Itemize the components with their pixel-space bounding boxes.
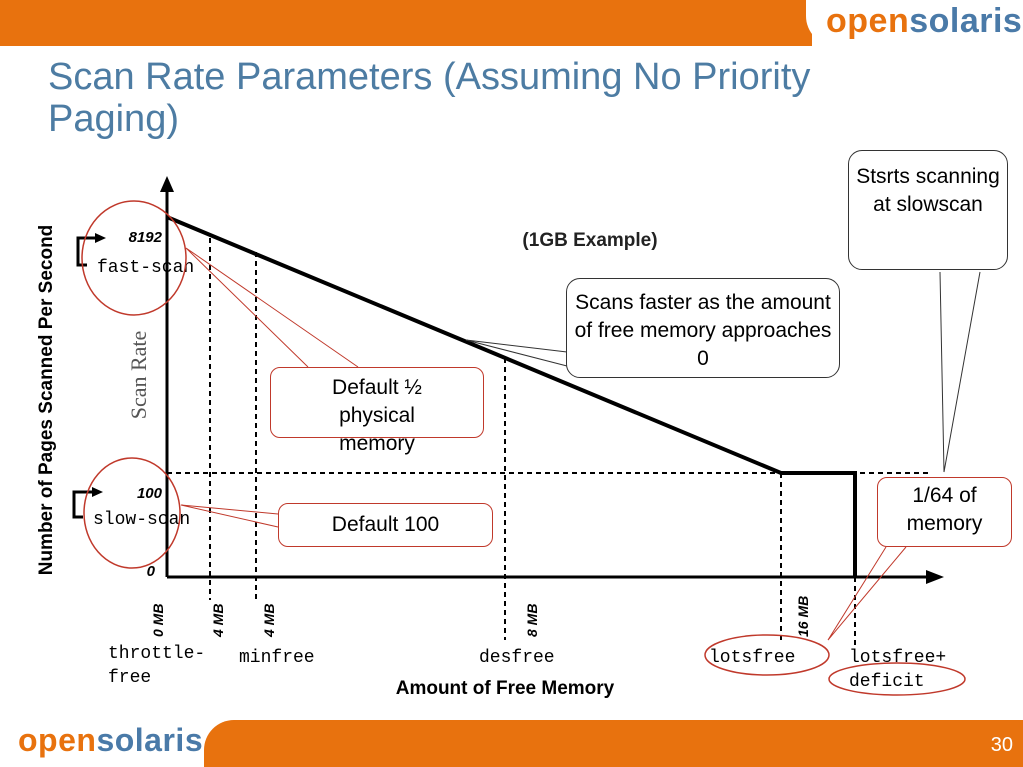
x-tick-0mb: 0 MB (150, 604, 166, 637)
highlight-lotsfree-deficit (828, 662, 966, 696)
page-number: 30 (990, 734, 1013, 756)
slow-scan-arrow-icon (92, 487, 103, 497)
y-name-fast-scan: fast-scan (97, 258, 194, 278)
highlight-lotsfree (704, 634, 830, 676)
opensolaris-logo-bottom: opensolaris (18, 722, 204, 758)
callout-default-100: Default 100 (278, 503, 493, 547)
x-name-minfree: minfree (239, 648, 315, 668)
x-name-lotsfree: lotsfree (709, 648, 795, 668)
bottom-orange-bar (204, 720, 1023, 767)
highlight-fast-scan (81, 200, 187, 316)
chart-title: (1GB Example) (522, 230, 657, 251)
slide-title: Scan Rate Parameters (Assuming No Priori… (48, 56, 811, 140)
callout-default-half: Default ½ physical memory (270, 367, 484, 455)
highlight-slow-scan (83, 457, 181, 569)
x-name-lotsfree-deficit: lotsfree+deficit (849, 648, 946, 692)
y-axis-arrow-icon (160, 176, 174, 192)
pointer-scans-faster (465, 339, 568, 367)
callout-starts-scanning-text: Stsrts scanning at slowscan (856, 165, 1000, 216)
callout-scans-faster: Scans faster as the amount of free memor… (566, 278, 840, 378)
pointer-one-64 (827, 546, 907, 641)
x-tick-8mb: 8 MB (524, 604, 540, 637)
y-axis-label: Number of Pages Scanned Per Second (36, 225, 57, 576)
x-tick-4mb-a: 4 MB (210, 604, 226, 638)
top-orange-bar (0, 0, 812, 46)
callout-one-64: 1/64 of memory (877, 477, 1012, 547)
opensolaris-logo-top: opensolaris (826, 2, 1023, 40)
x-axis-arrow-icon (926, 570, 944, 584)
x-name-throttle-free: throttle-free (108, 644, 205, 688)
y-tick-0: 0 (147, 563, 156, 580)
callout-scans-faster-text: Scans faster as the amount of free memor… (574, 291, 832, 370)
y-axis-inner-label: Scan Rate (126, 331, 151, 420)
pointer-default-100 (180, 504, 279, 528)
scan-rate-series-line (166, 215, 857, 577)
callout-starts-scanning: Stsrts scanning at slowscan (848, 150, 1008, 270)
callout-default-half-text: Default ½ physical memory (332, 376, 422, 455)
callout-one-64-text: 1/64 of memory (906, 484, 983, 535)
y-tick-100: 100 (137, 485, 163, 502)
pointer-default-half (185, 247, 359, 368)
x-name-desfree: desfree (479, 648, 555, 668)
callout-default-100-text: Default 100 (331, 513, 440, 536)
x-tick-16mb: 16 MB (795, 596, 811, 637)
x-tick-4mb-b: 4 MB (261, 604, 277, 638)
y-tick-8192: 8192 (129, 229, 163, 246)
x-axis-label: Amount of Free Memory (396, 678, 615, 699)
slow-scan-bracket (72, 490, 92, 519)
fast-scan-arrow-icon (95, 233, 106, 243)
fast-scan-bracket (76, 236, 95, 267)
pointer-stsrts (939, 271, 981, 473)
y-name-slow-scan: slow-scan (93, 510, 190, 530)
